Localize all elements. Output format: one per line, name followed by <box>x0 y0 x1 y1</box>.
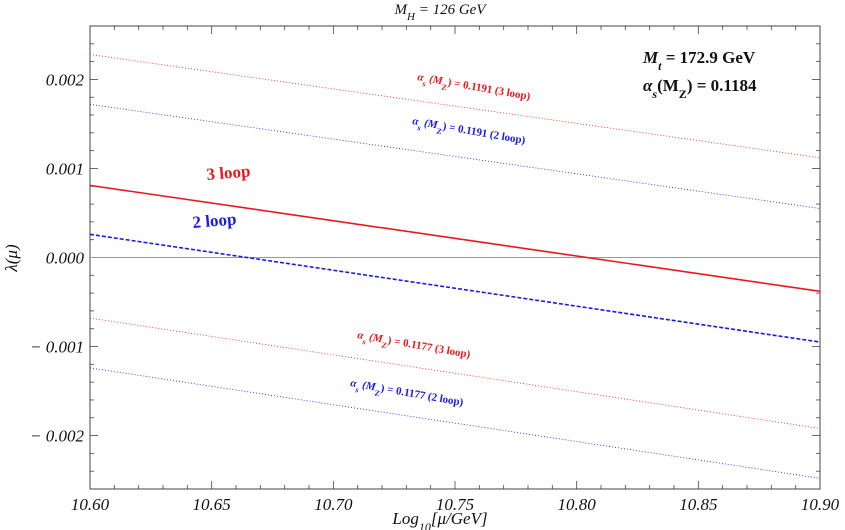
y-tick-label: 0.000 <box>46 249 85 268</box>
tick-labels: 10.60 10.65 10.70 10.75 10.80 10.85 10.90 0.002… <box>30 70 840 514</box>
series-as1191-3loop <box>89 54 821 159</box>
l4-z: Z <box>374 388 381 398</box>
x-tick-label: 10.80 <box>558 495 597 514</box>
label-2loop: 2 loop <box>192 209 237 232</box>
l2-z: Z <box>436 126 443 136</box>
x-tick-label: 10.75 <box>436 495 474 514</box>
series-as1177-3loop <box>89 317 821 429</box>
l3-rest: ) = 0.1177 (3 loop) <box>387 334 472 360</box>
y-tick-label: 0.002 <box>46 70 85 89</box>
chart-title-base: M <box>394 2 409 18</box>
y-tick-label: − 0.001 <box>30 338 84 357</box>
x-tick-label: 10.65 <box>193 495 231 514</box>
series-3loop <box>89 184 821 293</box>
l2-s: s <box>416 122 422 132</box>
mt-base: M <box>642 48 659 67</box>
l3-a: α <box>356 329 365 342</box>
x-axis-title-sub: 10 <box>419 520 431 530</box>
l1-s: s <box>421 78 427 88</box>
l4-rest: ) = 0.1177 (2 loop) <box>380 382 465 408</box>
alpha-annotation: αs(MZ) = 0.1184 <box>643 76 757 101</box>
alpha-s: s <box>651 87 657 101</box>
label-as1177-3loop: αs (MZ) = 0.1177 (3 loop) <box>356 329 472 364</box>
x-tick-label: 10.70 <box>314 495 353 514</box>
l3-s: s <box>361 336 367 346</box>
alpha-rest: ) = 0.1184 <box>687 76 757 95</box>
y-tick-label: − 0.002 <box>30 427 84 446</box>
l1-a: α <box>416 71 425 84</box>
l3-m: (M <box>366 331 385 346</box>
l1-z: Z <box>441 82 448 92</box>
label-as1191-3loop: αs (MZ) = 0.1191 (3 loop) <box>416 71 532 106</box>
l2-m: (M <box>421 117 440 132</box>
x-axis-title-base: Log <box>391 509 418 528</box>
mt-rest: = 172.9 GeV <box>661 48 755 67</box>
x-axis-title: Log10[μ/GeV] <box>391 509 487 530</box>
l1-rest: ) = 0.1191 (3 loop) <box>447 76 532 102</box>
l4-a: α <box>349 377 358 390</box>
l3-z: Z <box>381 340 388 350</box>
y-axis-title: λ(μ) <box>2 244 21 273</box>
series-as1177-2loop <box>89 367 821 479</box>
alpha-m: (M <box>657 76 679 95</box>
chart-title: MH = 126 GeV <box>394 2 488 23</box>
l2-rest: ) = 0.1191 (2 loop) <box>442 120 527 146</box>
x-tick-label: 10.85 <box>679 495 717 514</box>
mt-sub: t <box>658 59 662 73</box>
label-as1191-2loop: αs (MZ) = 0.1191 (2 loop) <box>411 115 527 150</box>
alpha-z: Z <box>679 87 687 101</box>
label-3loop: 3 loop <box>206 161 251 184</box>
mt-annotation: Mt = 172.9 GeV <box>642 48 756 73</box>
l4-m: (M <box>359 379 378 394</box>
l4-s: s <box>354 384 360 394</box>
chart-title-sub: H <box>406 11 416 23</box>
alpha-a: α <box>643 76 653 95</box>
series-lines <box>89 54 821 479</box>
y-tick-label: 0.001 <box>46 159 84 178</box>
series-as1191-2loop <box>89 103 821 209</box>
series-2loop <box>89 233 821 343</box>
l1-m: (M <box>426 73 445 88</box>
x-tick-label: 10.90 <box>801 495 840 514</box>
chart-title-rest: = 126 GeV <box>415 2 487 18</box>
x-tick-label: 10.60 <box>71 495 110 514</box>
axis-ticks <box>89 25 821 489</box>
l2-a: α <box>411 115 420 128</box>
x-axis-title-rest: [μ/GeV] <box>431 509 488 528</box>
label-as1177-2loop: αs (MZ) = 0.1177 (2 loop) <box>349 377 465 412</box>
